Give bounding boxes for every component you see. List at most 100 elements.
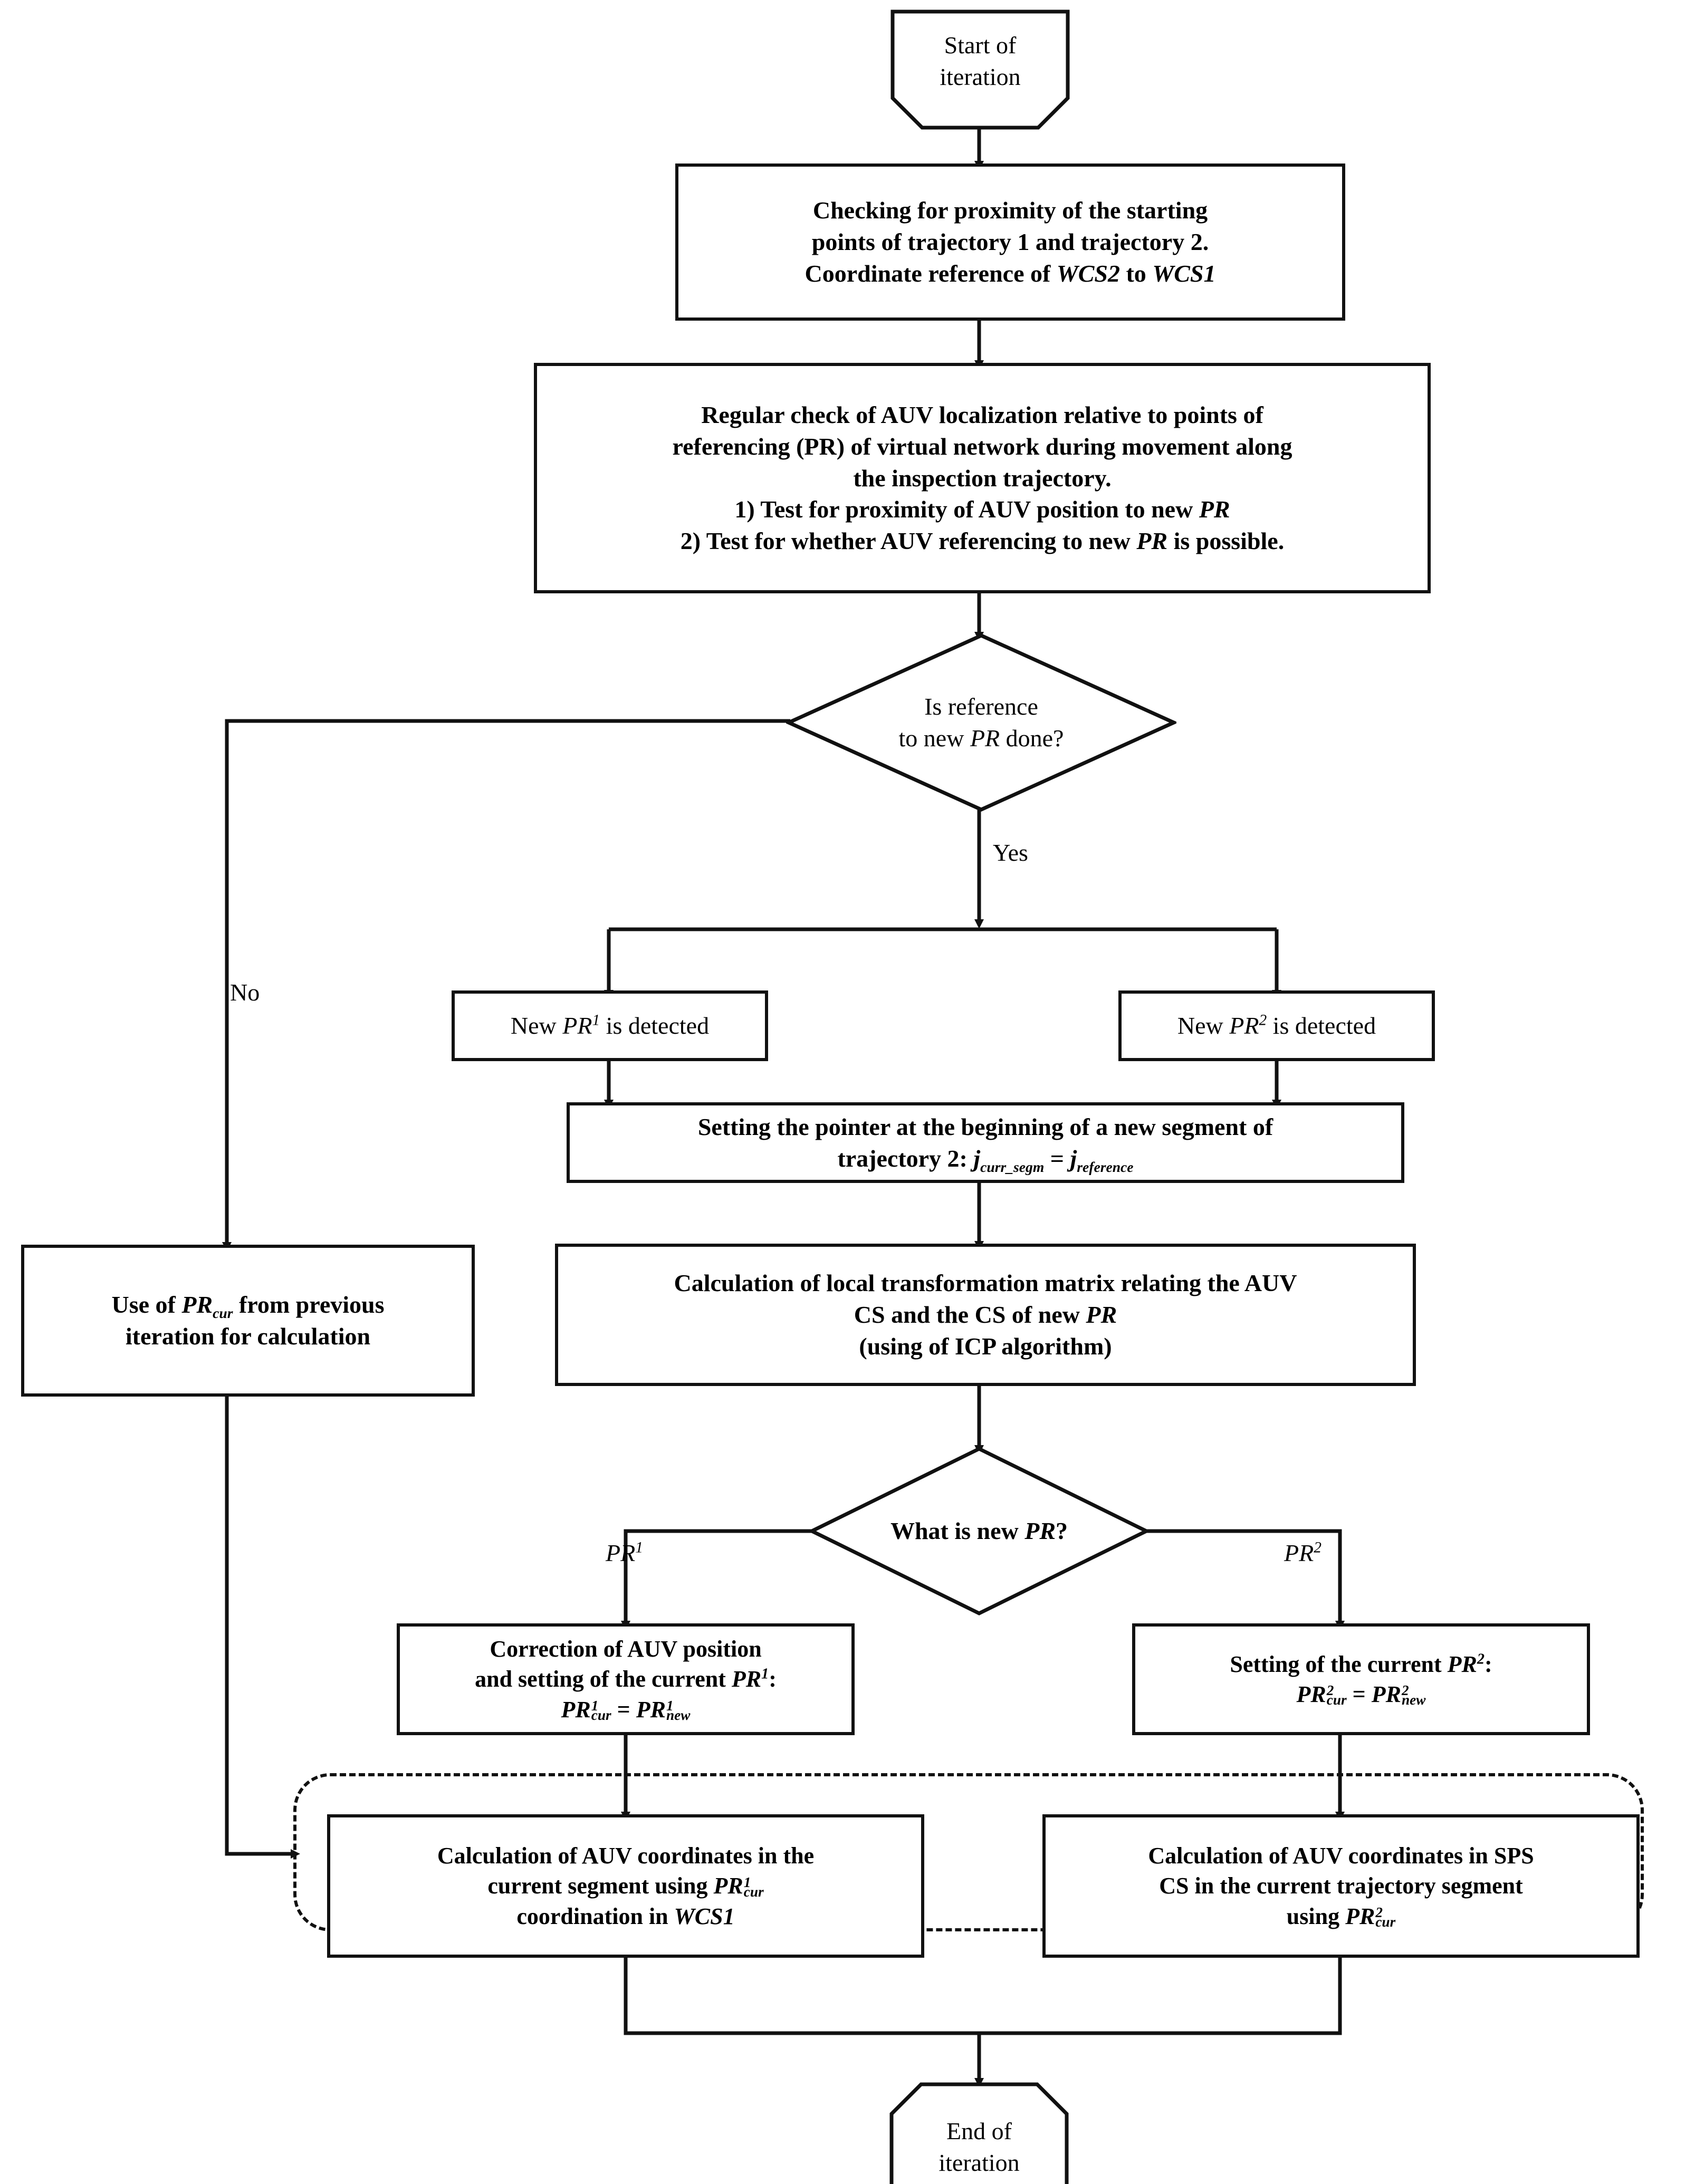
what-line1-a: What is new bbox=[890, 1517, 1025, 1545]
new-pr1-detected-box[interactable]: New PR1 is detected bbox=[452, 990, 768, 1061]
what-is-new-pr-shape[interactable] bbox=[809, 1446, 1149, 1616]
edge-label-branch-pr2: PR2 bbox=[1284, 1539, 1321, 1567]
decision1-line2-b: done? bbox=[1000, 725, 1064, 752]
pr-subscript-cur-1: cur bbox=[213, 1305, 233, 1322]
pointer-line-1: Setting the pointer at the beginning of … bbox=[697, 1113, 1273, 1140]
correction-line-1: Correction of AUV position bbox=[490, 1636, 762, 1662]
is-reference-done-label: Is reference to new PR done? bbox=[786, 633, 1176, 812]
newpr1-pre: New bbox=[510, 1012, 563, 1040]
newpr2-pre: New bbox=[1177, 1012, 1230, 1040]
pointer-line-2: trajectory 2: jcurr_segm = jreference bbox=[577, 1143, 1394, 1175]
correction-pr-superscript: 1 bbox=[761, 1666, 769, 1682]
edge-prcur-to-group bbox=[225, 1397, 300, 1859]
check-line3-b: to bbox=[1119, 259, 1153, 287]
eq-right-subscript: new bbox=[666, 1707, 691, 1723]
newpr1-post: is detected bbox=[600, 1012, 710, 1040]
eq2-right-subscript: new bbox=[1401, 1692, 1426, 1708]
branch-pr2-superscript: 2 bbox=[1314, 1539, 1321, 1556]
branch-pr1-superscript: 1 bbox=[635, 1539, 643, 1556]
wcs1-symbol: WCS1 bbox=[1152, 259, 1216, 287]
pr-symbol-15: PR bbox=[1296, 1681, 1326, 1707]
eq2-left-subscript: cur bbox=[1326, 1692, 1347, 1708]
end-line1: End of bbox=[946, 2118, 1012, 2145]
pr-symbol-14: PR bbox=[1447, 1651, 1477, 1677]
wcs1-line2-a: current segment using bbox=[487, 1873, 714, 1899]
prcur-line1-b: from previous bbox=[233, 1291, 385, 1319]
pr-symbol-13: PR bbox=[636, 1696, 666, 1723]
setting-line1-a: Setting of the current bbox=[1230, 1651, 1448, 1677]
regular-line-4: 1) Test for proximity of AUV position to… bbox=[544, 494, 1420, 525]
set-pointer-box[interactable]: Setting the pointer at the beginning of … bbox=[567, 1102, 1404, 1183]
pr-symbol-17: PR bbox=[713, 1873, 743, 1899]
decision1-line1: Is reference bbox=[924, 693, 1038, 720]
merge-bar bbox=[624, 1958, 1342, 2035]
j-symbol-2: j bbox=[1070, 1144, 1077, 1172]
calc-transform-matrix-box[interactable]: Calculation of local transformation matr… bbox=[555, 1244, 1416, 1386]
eq2-left-superscript: 2 bbox=[1326, 1682, 1334, 1699]
start-line2: iteration bbox=[940, 63, 1021, 90]
new-pr2-detected-box[interactable]: New PR2 is detected bbox=[1118, 990, 1435, 1061]
pr-symbol-1: PR bbox=[1199, 496, 1230, 523]
setting-line1-b: : bbox=[1484, 1651, 1492, 1677]
regular-line4-a: 1) Test for proximity of AUV position to… bbox=[734, 496, 1199, 523]
prcur-line-2: iteration for calculation bbox=[125, 1323, 371, 1350]
dashed-group bbox=[293, 1773, 1644, 1931]
pr-symbol-7: PR bbox=[181, 1291, 213, 1319]
sps-line-2: CS in the current trajectory segment bbox=[1159, 1873, 1523, 1899]
eq-left-superscript: 1 bbox=[591, 1697, 599, 1714]
eq-left-subscript: cur bbox=[591, 1707, 611, 1723]
check-proximity-box[interactable]: Checking for proximity of the starting p… bbox=[675, 163, 1345, 321]
is-reference-done-shape[interactable] bbox=[786, 633, 1176, 812]
j-subscript-reference: reference bbox=[1077, 1158, 1134, 1175]
regular-line-1: Regular check of AUV localization relati… bbox=[701, 401, 1263, 428]
start-label: Start of iteration bbox=[890, 9, 1070, 112]
edge-label-yes: Yes bbox=[993, 839, 1028, 866]
wcs1-pr-subscript: cur bbox=[743, 1883, 764, 1900]
pointer-equals: = bbox=[1044, 1144, 1070, 1172]
j-subscript-curr-segm: curr_segm bbox=[980, 1158, 1045, 1175]
edge-label-no: No bbox=[230, 979, 260, 1006]
pr1-superscript: 1 bbox=[592, 1012, 600, 1029]
regular-line5-b: is possible. bbox=[1167, 527, 1285, 555]
edge-label-branch-pr1: PR1 bbox=[606, 1539, 643, 1567]
wcs1-line-3: coordination in WCS1 bbox=[338, 1901, 914, 1931]
end-label: End of iteration bbox=[889, 2098, 1069, 2184]
matrix-line2-a: CS and the CS of new bbox=[854, 1301, 1086, 1329]
wcs1-line3-a: coordination in bbox=[516, 1903, 674, 1929]
calc-auv-coords-sps-box[interactable]: Calculation of AUV coordinates in SPS CS… bbox=[1042, 1814, 1640, 1958]
matrix-line-1: Calculation of local transformation matr… bbox=[674, 1269, 1297, 1297]
prcur-line-1: Use of PRcur from previous bbox=[32, 1289, 464, 1321]
correction-line-2: and setting of the current PR1: bbox=[407, 1664, 844, 1694]
pr-symbol-4: PR bbox=[562, 1012, 592, 1040]
end-shape bbox=[889, 2082, 1069, 2184]
decision1-line2: to new PR done? bbox=[899, 723, 1064, 754]
regular-line5-a: 2) Test for whether AUV referencing to n… bbox=[680, 527, 1137, 555]
matrix-line-2: CS and the CS of new PR bbox=[566, 1299, 1405, 1331]
what-line1-b: ? bbox=[1056, 1517, 1068, 1545]
matrix-line-3: (using of ICP algorithm) bbox=[859, 1332, 1112, 1360]
pr-symbol-12: PR bbox=[561, 1696, 591, 1723]
decision1-line2-a: to new bbox=[898, 725, 970, 752]
eq-operator-2: = bbox=[1346, 1681, 1372, 1707]
start-line1: Start of bbox=[944, 31, 1017, 59]
pr2-superscript: 2 bbox=[1259, 1012, 1267, 1029]
use-prcur-box[interactable]: Use of PRcur from previous iteration for… bbox=[21, 1245, 475, 1397]
edge-what-pr2 bbox=[1146, 1529, 1345, 1630]
start-shape bbox=[890, 9, 1070, 130]
wcs2-symbol: WCS2 bbox=[1056, 259, 1120, 287]
check-line-2: points of trajectory 1 and trajectory 2. bbox=[811, 228, 1209, 256]
eq-operator-1: = bbox=[611, 1696, 636, 1723]
regular-line-3: the inspection trajectory. bbox=[853, 464, 1112, 492]
wcs1-pr-superscript: 1 bbox=[743, 1874, 751, 1890]
regular-check-box[interactable]: Regular check of AUV localization relati… bbox=[534, 363, 1431, 593]
wcs1-symbol-2: WCS1 bbox=[674, 1903, 735, 1929]
check-line-1: Checking for proximity of the starting bbox=[812, 197, 1208, 224]
pr-symbol-6: PR bbox=[1086, 1301, 1117, 1329]
correction-auv-pr1-box[interactable]: Correction of AUV position and setting o… bbox=[397, 1623, 855, 1735]
correction-line2-b: : bbox=[769, 1666, 777, 1692]
pointer-line2-a: trajectory 2: bbox=[837, 1144, 974, 1172]
regular-line-2: referencing (PR) of virtual network duri… bbox=[672, 432, 1292, 460]
calc-auv-coords-wcs1-box[interactable]: Calculation of AUV coordinates in the cu… bbox=[327, 1814, 924, 1958]
